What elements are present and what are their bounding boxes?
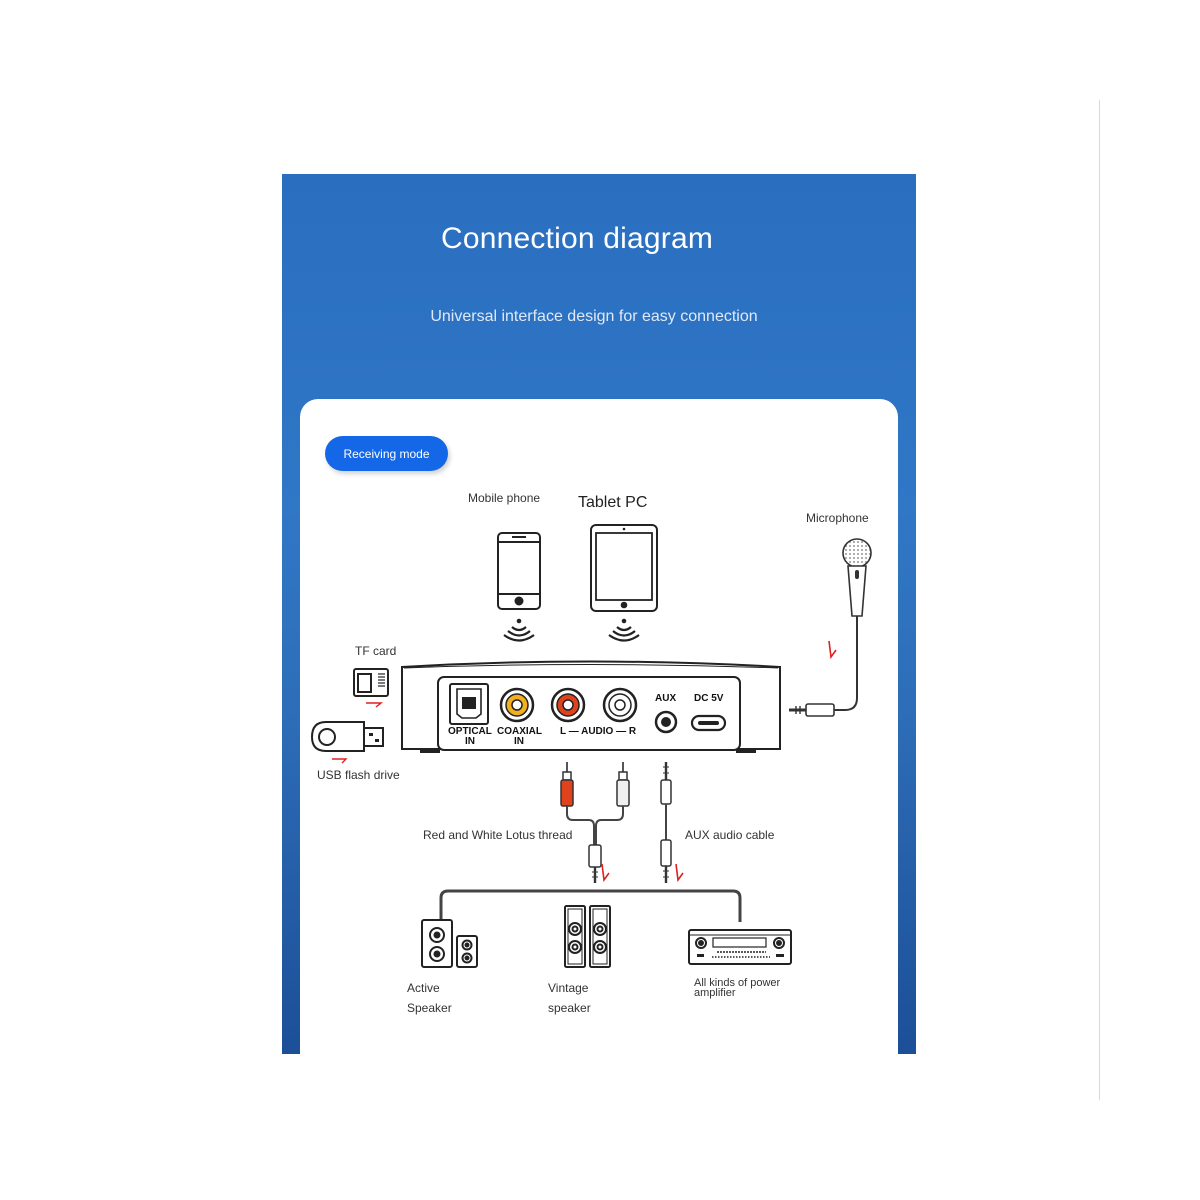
coaxial-port — [499, 687, 535, 723]
tablet-pc-label: Tablet PC — [578, 494, 648, 511]
arrow-icon — [601, 863, 610, 883]
audio-right-port — [602, 687, 638, 723]
page-subtitle: Universal interface design for easy conn… — [430, 308, 758, 325]
aux-port — [654, 710, 678, 734]
active-speaker-label: Active — [407, 981, 440, 995]
mobile-phone-label: Mobile phone — [468, 491, 541, 505]
rca-cable-label: Red and White Lotus thread — [423, 828, 573, 842]
arrow-icon — [675, 863, 684, 883]
optical-label-line2: IN — [465, 736, 475, 747]
tablet-icon — [590, 524, 658, 612]
coaxial-label: COAXIAL — [497, 726, 542, 737]
wireless-signal-icon — [608, 618, 640, 642]
microphone-label: Microphone — [806, 511, 869, 525]
active-speaker-icon — [421, 919, 478, 968]
optical-label: OPTICAL — [448, 726, 492, 737]
arrow-icon — [332, 758, 348, 764]
active-speaker-label-line2: Speaker — [407, 1001, 452, 1015]
page-edge-divider — [1099, 100, 1100, 1100]
aux-cable-label: AUX audio cable — [685, 828, 775, 842]
vintage-speaker-icon — [564, 905, 611, 968]
output-bus — [439, 889, 742, 922]
dc-port — [690, 714, 727, 732]
vintage-speaker-label: Vintage — [548, 981, 589, 995]
coaxial-label-line2: IN — [514, 736, 524, 747]
mobile-phone-icon — [497, 532, 541, 610]
usb-flash-drive-label: USB flash drive — [317, 768, 400, 782]
microphone-icon — [789, 538, 872, 717]
vintage-speaker-label-line2: speaker — [548, 1001, 591, 1015]
amplifier-icon — [688, 929, 792, 965]
optical-port — [449, 683, 489, 725]
dc-port-label: DC 5V — [694, 693, 724, 704]
tf-card-icon — [353, 668, 389, 697]
usb-drive-icon — [310, 721, 384, 752]
receiving-mode-button[interactable]: Receiving mode — [325, 436, 448, 471]
audio-label: L — AUDIO — R — [560, 726, 637, 737]
aux-cable — [660, 762, 672, 883]
arrow-icon — [366, 702, 383, 708]
page-title: Connection diagram — [440, 222, 714, 255]
tf-card-label: TF card — [355, 644, 397, 658]
amplifier-label-line2: amplifier — [694, 987, 736, 999]
rca-cable — [560, 762, 630, 883]
amplifier-label: All kinds of power — [694, 977, 781, 989]
aux-port-label: AUX — [655, 693, 677, 704]
wireless-signal-icon — [503, 618, 535, 642]
arrow-icon — [828, 640, 837, 660]
audio-left-port — [550, 687, 586, 723]
